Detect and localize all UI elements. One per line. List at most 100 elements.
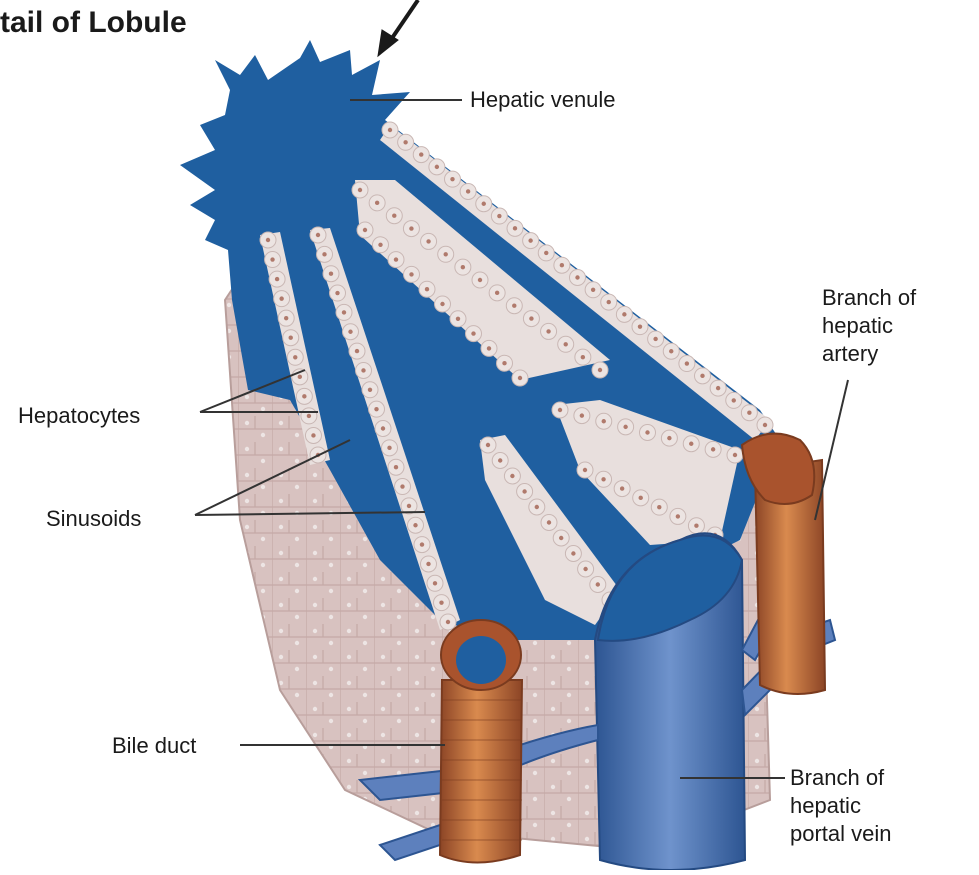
hepatocyte-nucleus xyxy=(435,165,439,169)
pointer-arrow xyxy=(378,0,418,56)
label-hepatic-artery-line3: artery xyxy=(822,340,916,368)
hepatocyte-nucleus xyxy=(529,316,533,320)
hepatocyte-nucleus xyxy=(363,228,367,232)
hepatocyte-nucleus xyxy=(403,140,407,144)
figure-title: tail of Lobule xyxy=(0,6,187,40)
hepatocyte-nucleus xyxy=(571,551,575,555)
hepatocyte-nucleus xyxy=(456,317,460,321)
hepatocyte-nucleus xyxy=(316,233,320,237)
hepatocyte-nucleus xyxy=(266,238,270,242)
hepatocyte-nucleus xyxy=(298,375,302,379)
hepatocyte-nucleus xyxy=(763,423,767,427)
hepatocyte-nucleus xyxy=(329,272,333,276)
hepatocyte-nucleus xyxy=(486,443,490,447)
hepatocyte-nucleus xyxy=(270,257,274,261)
hepatocyte-nucleus xyxy=(620,486,624,490)
hepatocyte-nucleus xyxy=(575,275,579,279)
hepatocyte-nucleus xyxy=(657,505,661,509)
hepatocyte-nucleus xyxy=(558,408,562,412)
hepatocyte-nucleus xyxy=(355,349,359,353)
hepatocyte-nucleus xyxy=(716,386,720,390)
hepatocyte-nucleus xyxy=(461,265,465,269)
hepatocyte-nucleus xyxy=(394,257,398,261)
hepatocyte-nucleus xyxy=(375,201,379,205)
label-hepatic-artery: Branch of hepatic artery xyxy=(822,284,916,368)
hepatocyte-nucleus xyxy=(279,296,283,300)
hepatocyte-nucleus xyxy=(601,477,605,481)
hepatocyte-nucleus xyxy=(348,330,352,334)
hepatocyte-nucleus xyxy=(694,524,698,528)
hepatocyte-nucleus xyxy=(638,324,642,328)
hepatocyte-nucleus xyxy=(381,426,385,430)
hepatocyte-nucleus xyxy=(275,277,279,281)
hepatocyte-nucleus xyxy=(409,226,413,230)
hepatocyte-nucleus xyxy=(535,505,539,509)
hepatocyte-nucleus xyxy=(667,436,671,440)
hepatocyte-nucleus xyxy=(388,128,392,132)
hepatocyte-nucleus xyxy=(471,331,475,335)
hepatocyte-nucleus xyxy=(392,214,396,218)
hepatocyte-nucleus xyxy=(518,376,522,380)
hepatocyte-nucleus xyxy=(598,368,602,372)
hepatocyte-nucleus xyxy=(544,251,548,255)
hepatocyte-nucleus xyxy=(289,336,293,340)
label-hepatocytes: Hepatocytes xyxy=(18,402,140,430)
hepatocyte-nucleus xyxy=(387,446,391,450)
hepatocyte-nucleus xyxy=(400,484,404,488)
leader-hepatic-artery xyxy=(815,380,848,520)
hepatocyte-nucleus xyxy=(446,620,450,624)
hepatocyte-nucleus xyxy=(466,189,470,193)
hepatocyte-nucleus xyxy=(512,304,516,308)
hepatocyte-nucleus xyxy=(342,310,346,314)
label-portal-vein: Branch of hepatic portal vein xyxy=(790,764,892,848)
hepatocyte-nucleus xyxy=(361,368,365,372)
label-portal-vein-line3: portal vein xyxy=(790,820,892,848)
hepatocyte-nucleus xyxy=(676,514,680,518)
hepatocyte-nucleus xyxy=(700,374,704,378)
hepatocyte-nucleus xyxy=(510,474,514,478)
hepatocyte-nucleus xyxy=(622,312,626,316)
hepatocyte-nucleus xyxy=(358,188,362,192)
label-bile-duct: Bile duct xyxy=(112,732,196,760)
hepatocyte-nucleus xyxy=(560,263,564,267)
hepatocyte-nucleus xyxy=(440,302,444,306)
hepatocyte-nucleus xyxy=(546,329,550,333)
hepatocyte-nucleus xyxy=(559,536,563,540)
hepatocyte-nucleus xyxy=(426,239,430,243)
hepatocyte-nucleus xyxy=(482,202,486,206)
hepatocyte-nucleus xyxy=(368,388,372,392)
hepatocyte-nucleus xyxy=(419,152,423,156)
hepatocyte-nucleus xyxy=(639,496,643,500)
hepatocyte-nucleus xyxy=(596,582,600,586)
hepatocyte-nucleus xyxy=(302,394,306,398)
hepatocyte-nucleus xyxy=(689,442,693,446)
hepatocyte-nucleus xyxy=(407,504,411,508)
hepatocyte-nucleus xyxy=(711,447,715,451)
hepatocyte-nucleus xyxy=(733,453,737,457)
hepatocyte-nucleus xyxy=(528,238,532,242)
hepatocyte-nucleus xyxy=(669,349,673,353)
hepatocyte-nucleus xyxy=(420,542,424,546)
hepatocyte-nucleus xyxy=(747,411,751,415)
hepatocyte-nucleus xyxy=(522,489,526,493)
hepatocyte-nucleus xyxy=(602,419,606,423)
hepatocyte-nucleus xyxy=(685,361,689,365)
hepatocyte-nucleus xyxy=(433,581,437,585)
hepatocyte-nucleus xyxy=(374,407,378,411)
hepatocyte-nucleus xyxy=(547,520,551,524)
hepatocyte-nucleus xyxy=(293,355,297,359)
hepatocyte-nucleus xyxy=(378,243,382,247)
hepatocyte-nucleus xyxy=(284,316,288,320)
hepatocyte-nucleus xyxy=(322,252,326,256)
hepatocyte-nucleus xyxy=(413,523,417,527)
label-portal-vein-line2: hepatic xyxy=(790,792,892,820)
hepatocyte-nucleus xyxy=(450,177,454,181)
hepatocyte-nucleus xyxy=(607,300,611,304)
label-hepatic-artery-line1: Branch of xyxy=(822,284,916,312)
hepatocyte-nucleus xyxy=(502,361,506,365)
hepatocyte-nucleus xyxy=(645,430,649,434)
hepatocyte-nucleus xyxy=(478,278,482,282)
hepatocyte-nucleus xyxy=(335,291,339,295)
label-sinusoids: Sinusoids xyxy=(46,505,141,533)
